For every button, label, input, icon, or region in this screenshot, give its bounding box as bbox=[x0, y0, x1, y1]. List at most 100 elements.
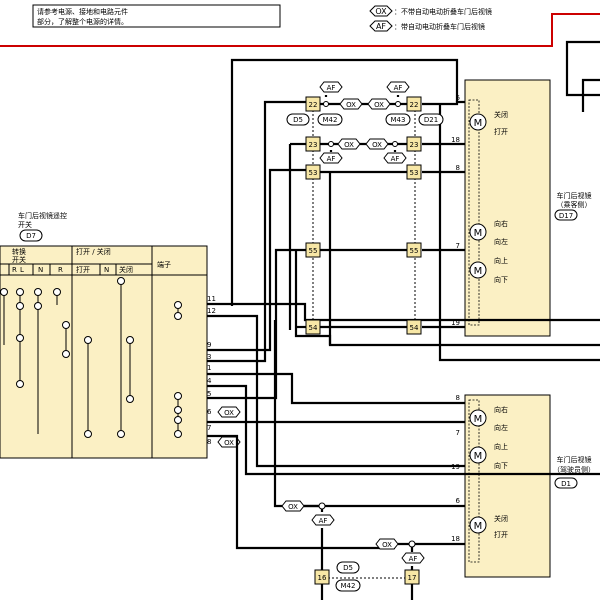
hdr-change2: 开关 bbox=[12, 255, 26, 264]
svg-text:M: M bbox=[474, 266, 483, 277]
svg-text:D5: D5 bbox=[293, 116, 303, 124]
svg-text:7: 7 bbox=[207, 424, 211, 432]
svg-text:OX: OX bbox=[346, 101, 356, 109]
svg-text:OX: OX bbox=[224, 409, 234, 417]
motor-fold-driver: M 关闭 打开 bbox=[469, 514, 508, 539]
svg-text:向上: 向上 bbox=[494, 256, 508, 265]
svg-text:3: 3 bbox=[207, 353, 211, 361]
conn-17: 17 bbox=[408, 574, 417, 582]
svg-text:8: 8 bbox=[207, 438, 211, 446]
mirror-passenger-id: D17 bbox=[559, 212, 573, 220]
legend-ox-text: ：不带自动电动折叠车门后视镜 bbox=[394, 7, 492, 16]
option-tags: OX OX OX OX AF AF AF AF OX AF OX AF bbox=[281, 81, 425, 564]
legend-af-text: ：带自动电动折叠车门后视镜 bbox=[394, 22, 485, 31]
note-box: 请参考电源、接地和电路元件 部分，了解整个电源的详情。 bbox=[32, 4, 281, 28]
svg-text:打开: 打开 bbox=[494, 530, 508, 539]
col-r-2: R bbox=[58, 266, 63, 274]
col-r: R bbox=[12, 266, 17, 274]
mirror-driver-id: D1 bbox=[561, 480, 571, 488]
svg-text:6: 6 bbox=[456, 497, 461, 505]
svg-text:6: 6 bbox=[456, 94, 461, 102]
motor-fold-passenger: M 关闭 打开 bbox=[469, 110, 508, 136]
motor-ud-driver: M 向上 向下 bbox=[469, 442, 508, 470]
mirror-passenger-box: 车门后视镜 （乘客侧） D17 bbox=[464, 79, 592, 337]
switch-title2: 开关 bbox=[18, 220, 32, 229]
top-wires bbox=[230, 40, 600, 150]
svg-text:OX: OX bbox=[382, 541, 392, 549]
note-line-2: 部分，了解整个电源的详情。 bbox=[37, 17, 128, 26]
col-n: N bbox=[38, 266, 43, 274]
svg-text:M43: M43 bbox=[391, 116, 406, 124]
svg-text:6: 6 bbox=[207, 408, 212, 416]
svg-text:向左: 向左 bbox=[494, 423, 508, 432]
col-n-2: N bbox=[104, 266, 109, 274]
motor-lr-passenger: M 向右 向左 bbox=[469, 219, 508, 246]
conn-53-right: 53 bbox=[410, 169, 419, 177]
legend: OX ：不带自动电动折叠车门后视镜 AF ：带自动电动折叠车门后视镜 bbox=[369, 5, 492, 32]
motor-ud-passenger: M 向上 向下 bbox=[469, 256, 508, 284]
switch-pins: 11 12 9 3 1 4 5 6 7 8 bbox=[207, 295, 216, 446]
hdr-terminal: 端子 bbox=[157, 260, 171, 269]
svg-text:1: 1 bbox=[207, 364, 211, 372]
svg-text:AF: AF bbox=[327, 155, 336, 163]
switch-ox-tags: OX OX bbox=[217, 406, 241, 448]
conn-54-left: 54 bbox=[309, 324, 318, 332]
svg-text:AF: AF bbox=[394, 84, 403, 92]
hdr-open: 打开 bbox=[76, 265, 90, 274]
svg-text:D5: D5 bbox=[343, 564, 353, 572]
conn-16: 16 bbox=[318, 574, 327, 582]
svg-text:8: 8 bbox=[456, 164, 460, 172]
svg-text:向下: 向下 bbox=[494, 275, 508, 284]
conn-23-left: 23 bbox=[309, 141, 318, 149]
mirror-passenger-title1: 车门后视镜 bbox=[557, 191, 592, 200]
svg-text:M: M bbox=[474, 521, 483, 532]
hdr-openclose: 打开 / 关闭 bbox=[76, 247, 111, 256]
svg-text:11: 11 bbox=[207, 295, 216, 303]
switch-box: 车门后视镜遥控 开关 D7 转换 开关 打开 / 关闭 端子 R L N R 打… bbox=[0, 211, 208, 459]
svg-text:OX: OX bbox=[224, 439, 234, 447]
svg-text:D21: D21 bbox=[424, 116, 438, 124]
svg-text:8: 8 bbox=[456, 394, 460, 402]
svg-text:4: 4 bbox=[207, 377, 212, 385]
svg-text:9: 9 bbox=[207, 341, 211, 349]
svg-text:向下: 向下 bbox=[494, 461, 508, 470]
mirror-driver-internals: 8 7 19 6 18 M 向右 向左 M 向上 向下 M 关闭 打开 bbox=[451, 394, 508, 543]
svg-text:AF: AF bbox=[409, 555, 418, 563]
connector-blocks: 22 22 23 23 53 53 55 55 54 54 16 17 bbox=[305, 96, 422, 585]
note-line-1: 请参考电源、接地和电路元件 bbox=[37, 7, 128, 16]
conn-23-right: 23 bbox=[410, 141, 419, 149]
svg-text:向左: 向左 bbox=[494, 237, 508, 246]
svg-text:18: 18 bbox=[451, 136, 460, 144]
conn-53-left: 53 bbox=[309, 169, 318, 177]
passenger-wires bbox=[288, 100, 600, 362]
svg-text:向右: 向右 bbox=[494, 219, 508, 228]
svg-text:AF: AF bbox=[319, 517, 328, 525]
svg-text:19: 19 bbox=[451, 319, 460, 327]
svg-text:向上: 向上 bbox=[494, 442, 508, 451]
hdr-close: 关闭 bbox=[119, 265, 133, 274]
motor-lr-driver: M 向右 向左 bbox=[469, 405, 508, 432]
mirror-passenger-title2: （乘客侧） bbox=[557, 200, 592, 209]
svg-text:向右: 向右 bbox=[494, 405, 508, 414]
hdr-change1: 转换 bbox=[12, 247, 26, 256]
switch-id: D7 bbox=[26, 232, 36, 240]
conn-22-left: 22 bbox=[309, 101, 318, 109]
col-l: L bbox=[20, 266, 24, 274]
svg-text:M: M bbox=[474, 228, 483, 239]
red-frame-line bbox=[0, 13, 600, 47]
svg-text:OX: OX bbox=[344, 141, 354, 149]
svg-text:18: 18 bbox=[451, 535, 460, 543]
svg-text:打开: 打开 bbox=[494, 127, 508, 136]
svg-text:关闭: 关闭 bbox=[494, 514, 508, 523]
svg-text:5: 5 bbox=[207, 390, 211, 398]
legend-af-tag: AF bbox=[376, 22, 386, 31]
conn-55-right: 55 bbox=[410, 247, 419, 255]
mirror-passenger-internals: 6 18 8 7 19 M 关闭 打开 M 向右 向左 M 向上 向下 bbox=[451, 94, 508, 327]
svg-text:7: 7 bbox=[456, 429, 460, 437]
mirror-driver-title2: （驾驶员侧） bbox=[553, 465, 595, 474]
svg-text:12: 12 bbox=[207, 307, 216, 315]
svg-text:M42: M42 bbox=[341, 582, 356, 590]
conn-55-left: 55 bbox=[309, 247, 318, 255]
svg-text:AF: AF bbox=[391, 155, 400, 163]
